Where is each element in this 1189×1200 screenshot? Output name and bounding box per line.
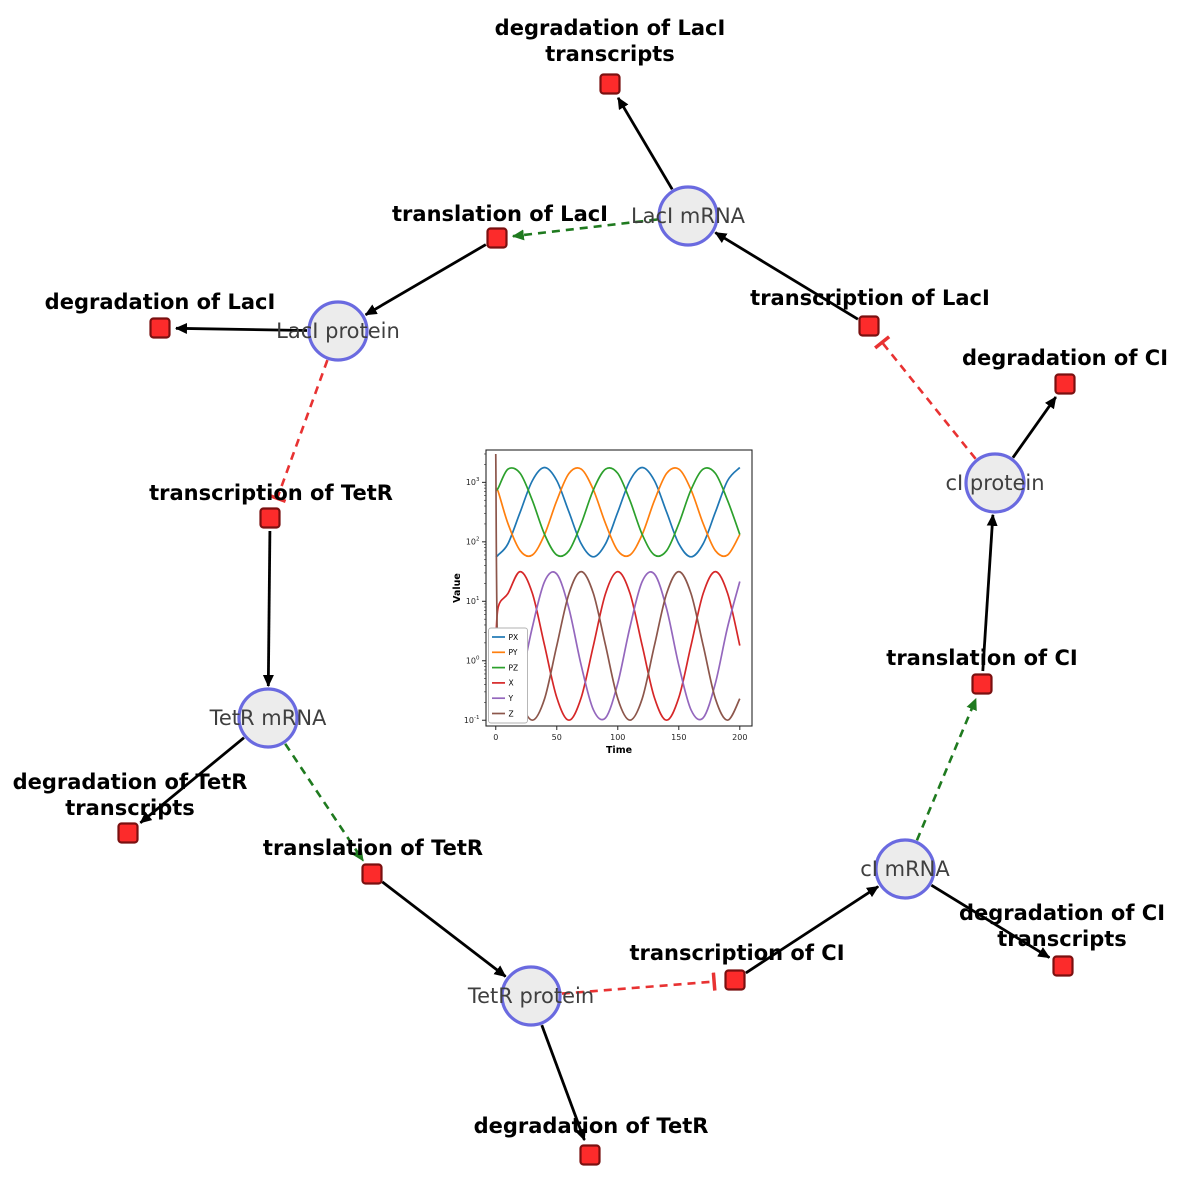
legend-label-Z: Z [509,709,514,718]
reaction-label-degradation-tetr: degradation of TetR [474,1114,709,1138]
edge-consumption-laci-protein-to-degradation-laci [175,322,308,334]
x-tick-label: 150 [671,733,686,742]
species-label-tetr-protein: TetR protein [467,984,594,1008]
edge-consumption-ci-mrna-to-degradation-ci-transcripts [930,884,1051,959]
reaction-label-degradation-laci: degradation of LacI [45,290,276,314]
y-tick-label: 103 [466,477,480,487]
y-tick-label: 102 [466,537,480,547]
y-axis-label: Value [452,573,463,603]
reaction-node-degradation-laci-transcripts[interactable] [599,73,621,95]
reaction-label-transcription-ci: transcription of CI [629,941,844,965]
species-node-laci-mrna[interactable] [657,185,719,247]
legend-label-PX: PX [509,633,519,642]
series-line-PZ [495,467,741,558]
edge-modifier-ci-mrna-to-translation-ci [915,697,978,841]
x-axis-label: Time [606,745,632,756]
reaction-node-degradation-tetr-transcripts[interactable] [117,822,139,844]
y-tick-label: 10-1 [464,715,480,725]
edge-production-transcription-laci-to-laci-mrna [714,231,859,321]
legend-label-Y: Y [508,694,514,703]
species-node-tetr-protein[interactable] [500,965,562,1027]
edge-inhibition-tetr-protein-to-transcription-ci [561,972,717,995]
reaction-node-degradation-ci-transcripts[interactable] [1052,955,1074,977]
edge-consumption-tetr-mrna-to-degradation-tetr-transcripts [139,736,245,824]
reaction-node-degradation-ci[interactable] [1054,373,1076,395]
legend-label-X: X [509,679,514,688]
series-line-PX [495,466,741,558]
reaction-node-transcription-tetr[interactable] [259,507,281,529]
reaction-label-transcription-tetr: transcription of TetR [149,481,393,505]
reaction-node-translation-ci[interactable] [971,673,993,695]
species-label-tetr-mrna: TetR mRNA [209,706,327,730]
reaction-label-translation-ci: translation of CI [886,646,1077,670]
reaction-label-degradation-ci: degradation of CI [962,346,1168,370]
nodes-layer [117,73,1076,1166]
reaction-node-transcription-laci[interactable] [858,315,880,337]
edge-consumption-ci-protein-to-degradation-ci [1011,396,1057,459]
edge-consumption-tetr-protein-to-degradation-tetr [540,1024,586,1141]
x-tick-label: 100 [610,733,625,742]
reaction-node-degradation-laci[interactable] [149,317,171,339]
species-node-ci-mrna[interactable] [874,838,936,900]
species-node-tetr-mrna[interactable] [237,687,299,749]
reaction-label-transcription-laci: transcription of LacI [750,286,990,310]
reaction-label-translation-tetr: translation of TetR [263,836,483,860]
species-label-laci-protein: LacI protein [276,319,400,343]
legend-label-PZ: PZ [509,663,519,672]
edge-inhibition-ci-protein-to-transcription-laci [873,335,977,460]
species-label-ci-mrna: cI mRNA [860,857,950,881]
series-line-PY [494,467,741,558]
reaction-node-translation-tetr[interactable] [361,863,383,885]
x-tick-label: 50 [552,733,562,742]
y-tick-label: 100 [466,656,480,666]
edges-layer [139,96,1057,1141]
edge-inhibition-laci-protein-to-transcription-tetr [268,359,329,504]
species-label-ci-protein: cI protein [945,471,1044,495]
edge-production-translation-laci-to-laci-protein [364,243,487,317]
edge-production-translation-ci-to-ci-protein [981,513,998,672]
reaction-label-translation-laci: translation of LacI [392,202,608,226]
reaction-node-translation-laci[interactable] [486,227,508,249]
legend-label-PY: PY [509,648,518,657]
edge-production-transcription-ci-to-ci-mrna [745,885,880,975]
species-node-ci-protein[interactable] [964,452,1026,514]
edge-consumption-laci-mrna-to-degradation-laci-transcripts [616,96,674,191]
reaction-node-degradation-tetr[interactable] [579,1144,601,1166]
edge-production-transcription-tetr-to-tetr-mrna [262,530,274,687]
x-tick-label: 0 [493,733,498,742]
edge-production-translation-tetr-to-tetr-protein [381,880,507,978]
edge-modifier-tetr-mrna-to-translation-tetr [284,743,365,862]
x-tick-label: 200 [732,733,747,742]
y-tick-label: 101 [466,596,480,606]
species-node-laci-protein[interactable] [307,300,369,362]
chart-legend: PX PY PZ XYZ [488,627,528,724]
reaction-node-transcription-ci[interactable] [724,969,746,991]
edge-modifier-laci-mrna-to-translation-laci [511,218,658,241]
species-label-laci-mrna: LacI mRNA [631,204,746,228]
